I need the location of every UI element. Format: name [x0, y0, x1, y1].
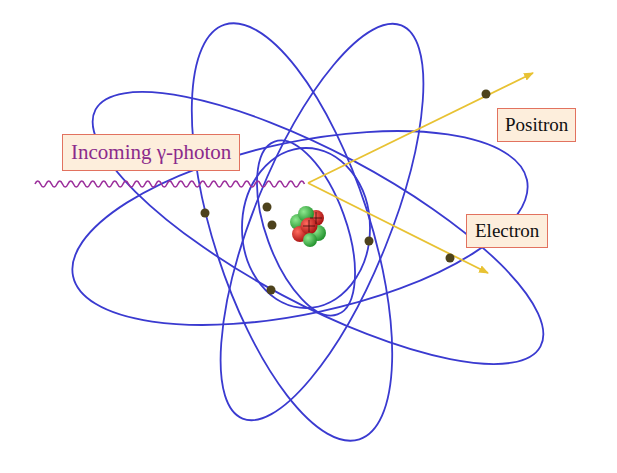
orbit [242, 148, 370, 308]
orbit [180, 0, 465, 444]
label-text: Electron [475, 220, 539, 242]
nucleus [290, 206, 326, 247]
label-box: Positron [497, 108, 576, 142]
electron-dots [201, 90, 491, 295]
label-box: Electron [466, 214, 548, 248]
label-text: Positron [505, 114, 568, 136]
gamma-wave [35, 181, 305, 187]
orbit [237, 128, 375, 328]
electron-track [308, 183, 488, 273]
orbits [55, 0, 576, 463]
label-text: Incoming γ-photon [71, 140, 231, 165]
label-box: Incoming γ-photon [62, 134, 240, 171]
